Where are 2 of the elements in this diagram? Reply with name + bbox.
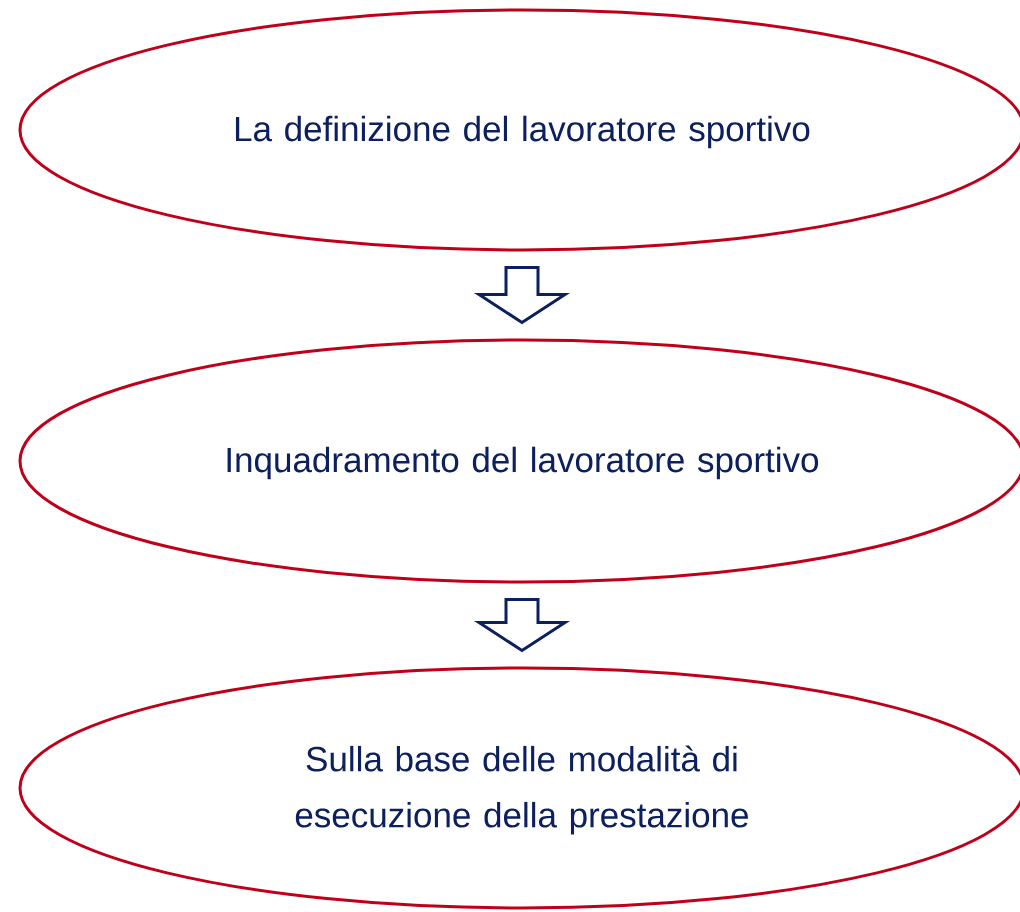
block-arrow [473, 598, 571, 653]
block-arrow [473, 266, 571, 325]
